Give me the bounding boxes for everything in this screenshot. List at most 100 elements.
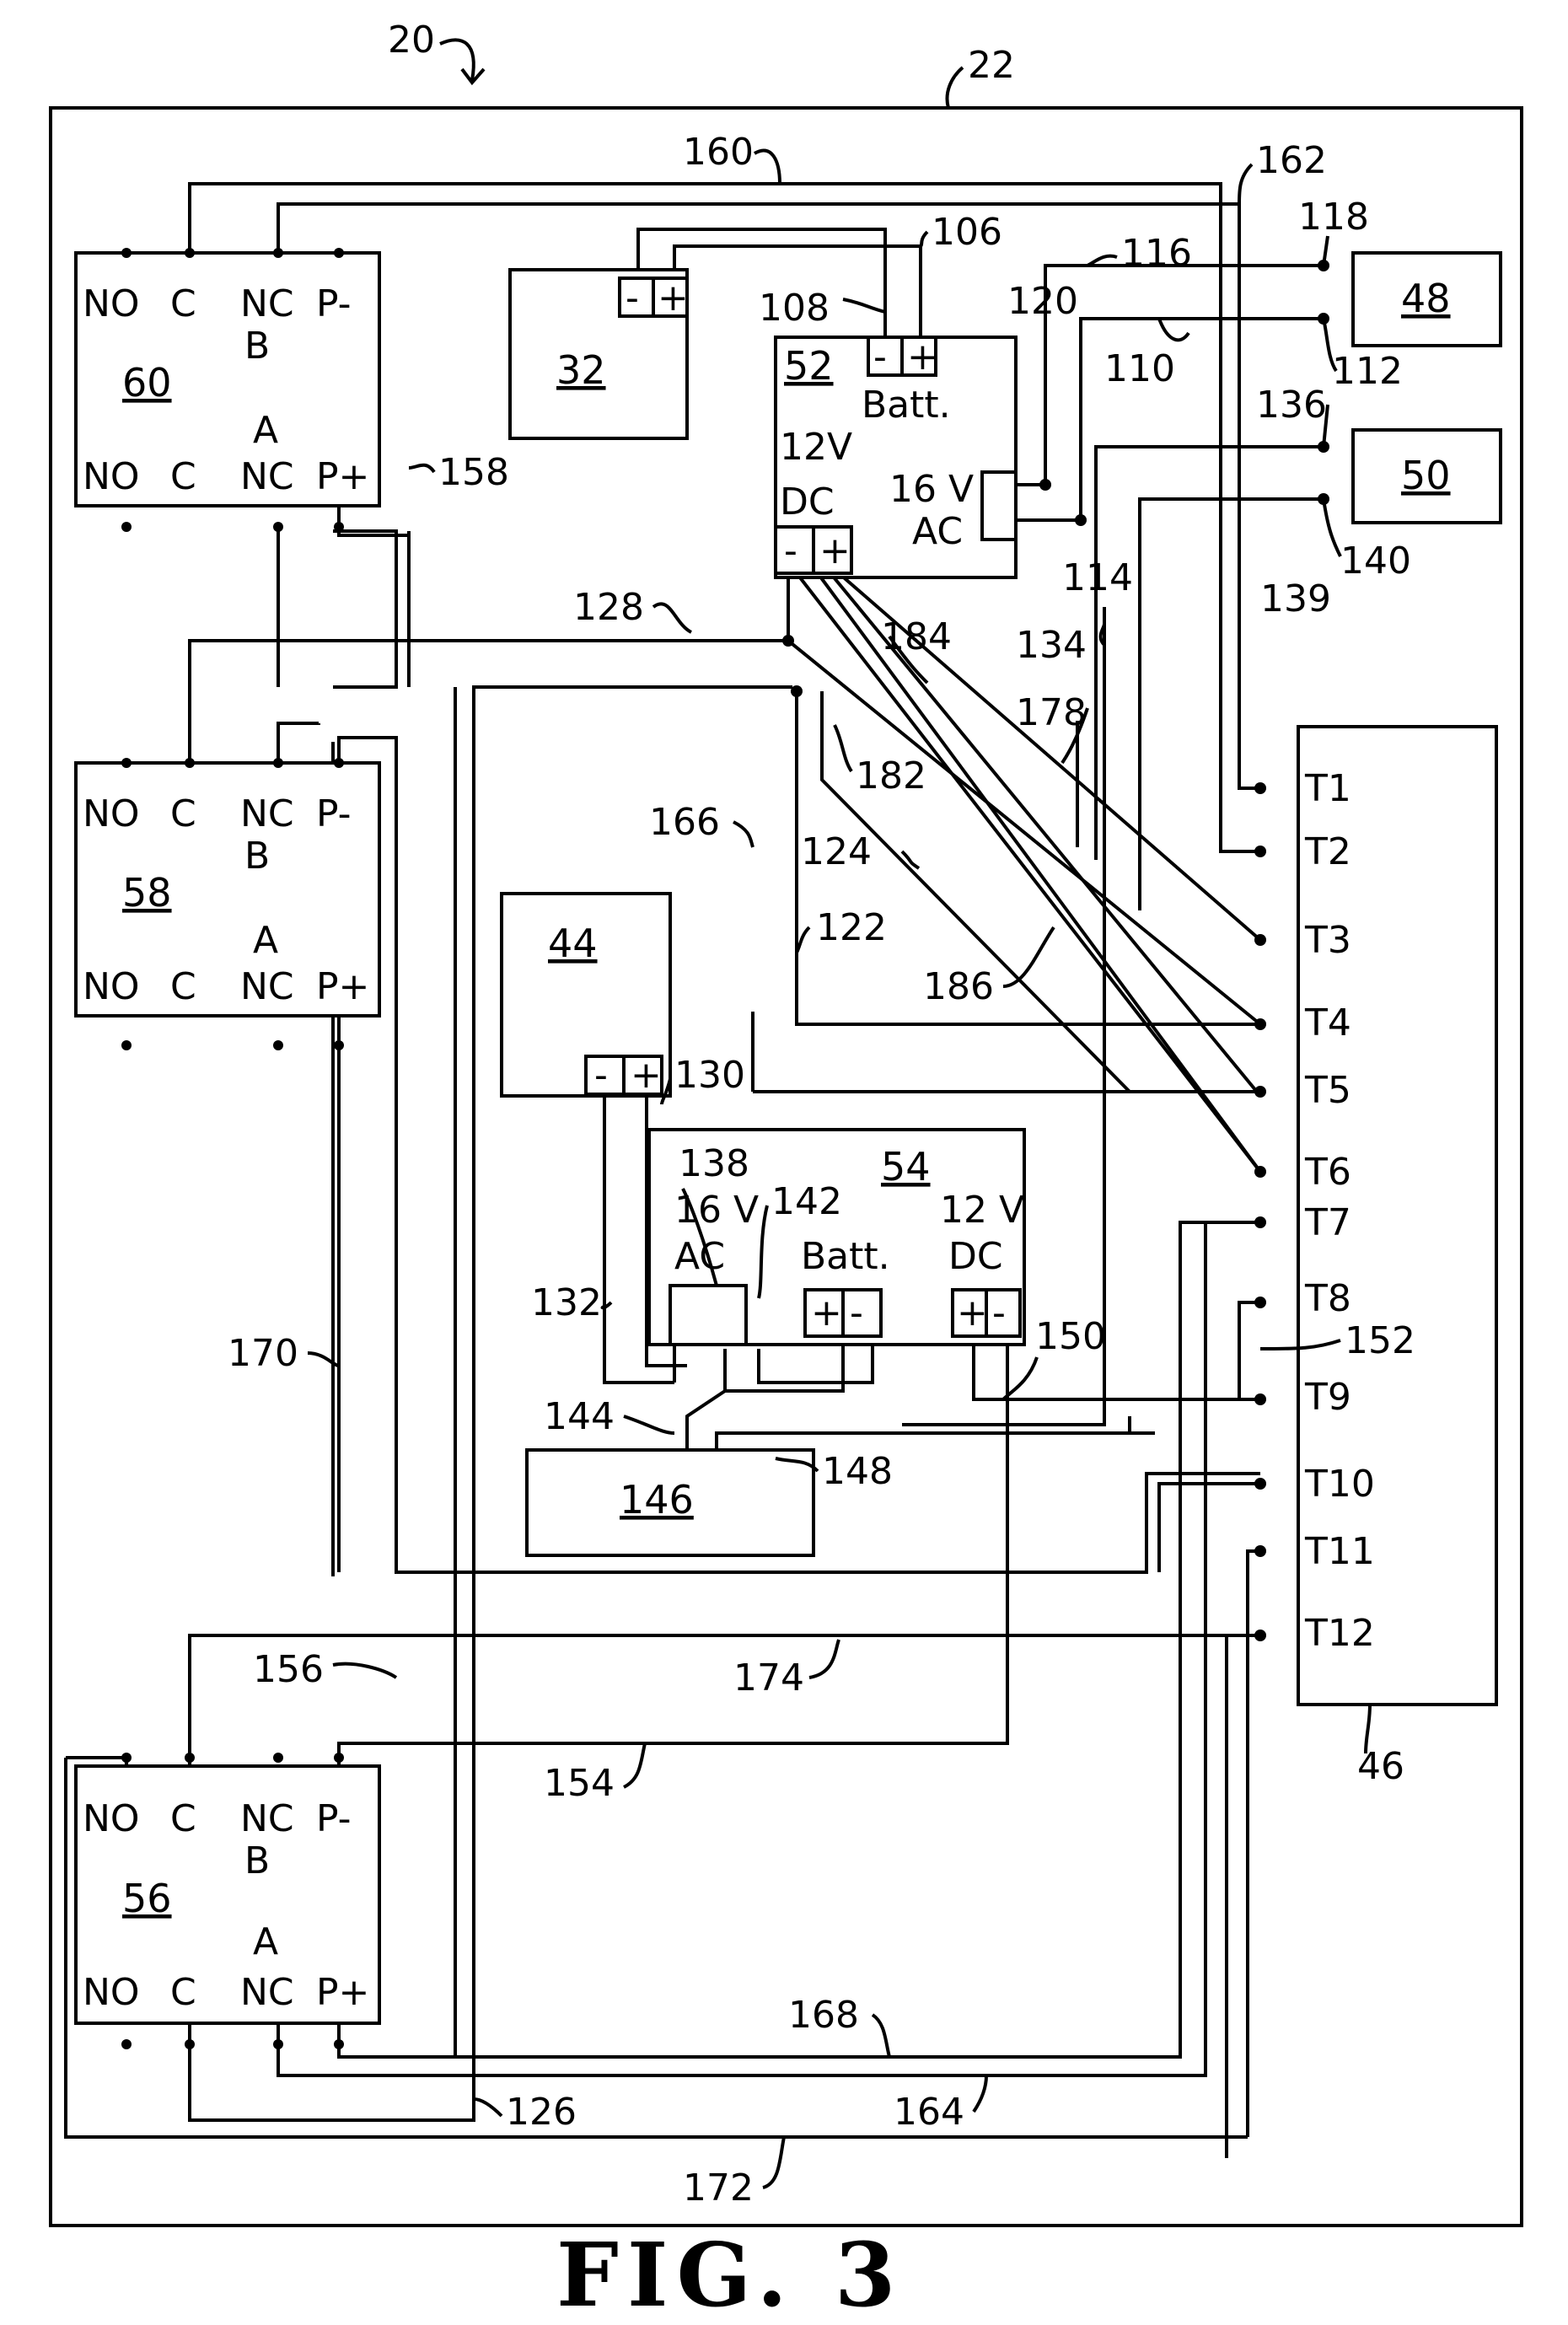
svg-text:186: 186 [923, 965, 994, 1008]
svg-text:C: C [170, 792, 196, 835]
relay-56: NO C NC P- B 56 A NO C NC P+ [76, 1766, 379, 2023]
svg-text:122: 122 [816, 906, 887, 949]
svg-text:146: 146 [620, 1477, 694, 1522]
svg-text:110: 110 [1104, 347, 1175, 390]
svg-text:162: 162 [1256, 139, 1327, 182]
svg-text:P-: P- [316, 282, 351, 325]
svg-text:P-: P- [316, 1797, 351, 1840]
svg-text:106: 106 [932, 211, 1002, 254]
svg-text:-: - [873, 336, 887, 379]
svg-text:54: 54 [881, 1144, 931, 1189]
relay-58-id: 58 [122, 870, 172, 916]
svg-text:A: A [253, 1920, 278, 1963]
svg-text:NC: NC [240, 1797, 294, 1840]
svg-text:158: 158 [438, 451, 509, 494]
svg-text:156: 156 [253, 1648, 324, 1691]
svg-text:116: 116 [1121, 232, 1192, 275]
svg-text:142: 142 [771, 1180, 842, 1223]
svg-text:B: B [244, 835, 270, 878]
svg-text:C: C [170, 455, 196, 498]
svg-text:C: C [170, 1797, 196, 1840]
relay-58: NO C NC P- B 58 A NO C NC P+ [76, 763, 379, 1016]
svg-text:DC: DC [948, 1235, 1003, 1278]
relay-60: NO C NC P- B 60 A NO C NC P+ [76, 253, 379, 506]
svg-text:NO: NO [83, 455, 140, 498]
svg-text:148: 148 [822, 1450, 893, 1493]
assembly-ref-20: 20 [388, 19, 435, 62]
battery-44: - + 44 [502, 894, 670, 1097]
terminal-T3: T3 [1304, 919, 1351, 962]
svg-text:118: 118 [1298, 196, 1369, 239]
device-146: 146 [527, 1450, 814, 1555]
power-module-52: - + 52 Batt. 12V DC 16 V AC - + [776, 336, 1016, 577]
svg-text:C: C [170, 282, 196, 325]
terminal-T5: T5 [1304, 1069, 1351, 1112]
terminal-T9: T9 [1304, 1376, 1351, 1419]
svg-text:NC: NC [240, 792, 294, 835]
svg-text:164: 164 [894, 2091, 964, 2134]
svg-text:32: 32 [556, 347, 606, 393]
terminal-T7: T7 [1304, 1201, 1351, 1244]
svg-text:+: + [811, 1291, 842, 1334]
svg-text:44: 44 [548, 921, 598, 966]
svg-text:P+: P+ [316, 455, 369, 498]
svg-text:-: - [850, 1291, 863, 1334]
svg-text:138: 138 [679, 1142, 749, 1185]
svg-text:150: 150 [1035, 1315, 1106, 1358]
terminal-T12: T12 [1304, 1612, 1375, 1655]
svg-text:108: 108 [759, 287, 830, 330]
svg-text:16 V: 16 V [889, 468, 974, 511]
device-50: 50 [1353, 430, 1501, 523]
svg-text:132: 132 [531, 1281, 602, 1324]
terminal-dots [1254, 782, 1266, 1641]
svg-text:178: 178 [1016, 691, 1087, 734]
svg-text:130: 130 [674, 1054, 745, 1097]
svg-text:P+: P+ [316, 1971, 369, 2014]
terminal-block-46: 46 T1 T2 T3 T4 T5 T6 T7 T8 T9 T10 T11 T1… [1298, 727, 1496, 1788]
svg-text:120: 120 [1007, 280, 1078, 323]
svg-text:170: 170 [228, 1332, 298, 1375]
svg-text:-: - [626, 277, 639, 319]
terminal-T10: T10 [1304, 1463, 1375, 1506]
svg-text:AC: AC [912, 510, 963, 553]
svg-text:124: 124 [801, 830, 872, 873]
svg-text:A: A [253, 919, 278, 962]
terminal-T11: T11 [1304, 1530, 1375, 1573]
terminal-T1: T1 [1304, 767, 1351, 810]
svg-text:C: C [170, 965, 196, 1008]
svg-text:DC: DC [780, 481, 835, 524]
svg-text:48: 48 [1401, 276, 1451, 321]
svg-text:172: 172 [683, 2167, 754, 2210]
svg-text:NO: NO [83, 1971, 140, 2014]
svg-text:NC: NC [240, 282, 294, 325]
svg-text:152: 152 [1345, 1319, 1415, 1362]
svg-text:182: 182 [856, 754, 926, 797]
svg-text:134: 134 [1016, 624, 1087, 667]
svg-text:NC: NC [240, 1971, 294, 2014]
svg-text:12 V: 12 V [940, 1189, 1024, 1232]
terminal-T4: T4 [1304, 1001, 1351, 1044]
svg-text:139: 139 [1260, 577, 1331, 620]
terminal-T2: T2 [1304, 830, 1351, 873]
svg-text:168: 168 [788, 1994, 859, 2037]
svg-text:Batt.: Batt. [801, 1235, 890, 1278]
svg-text:+: + [819, 529, 851, 572]
svg-text:NO: NO [83, 965, 140, 1008]
enclosure-ref-22: 22 [968, 44, 1015, 87]
relay-56-id: 56 [122, 1876, 172, 1921]
terminal-T6: T6 [1304, 1151, 1351, 1194]
svg-text:B: B [244, 325, 270, 368]
svg-text:+: + [631, 1054, 662, 1097]
svg-text:AC: AC [674, 1235, 725, 1278]
svg-text:+: + [957, 1291, 988, 1334]
svg-text:NO: NO [83, 792, 140, 835]
svg-text:144: 144 [544, 1395, 615, 1438]
svg-text:174: 174 [733, 1656, 804, 1699]
svg-text:NO: NO [83, 1797, 140, 1840]
svg-text:136: 136 [1256, 384, 1327, 427]
svg-text:126: 126 [506, 2091, 577, 2134]
svg-text:P+: P+ [316, 965, 369, 1008]
svg-text:NO: NO [83, 282, 140, 325]
battery-32: - + 32 [510, 270, 689, 438]
